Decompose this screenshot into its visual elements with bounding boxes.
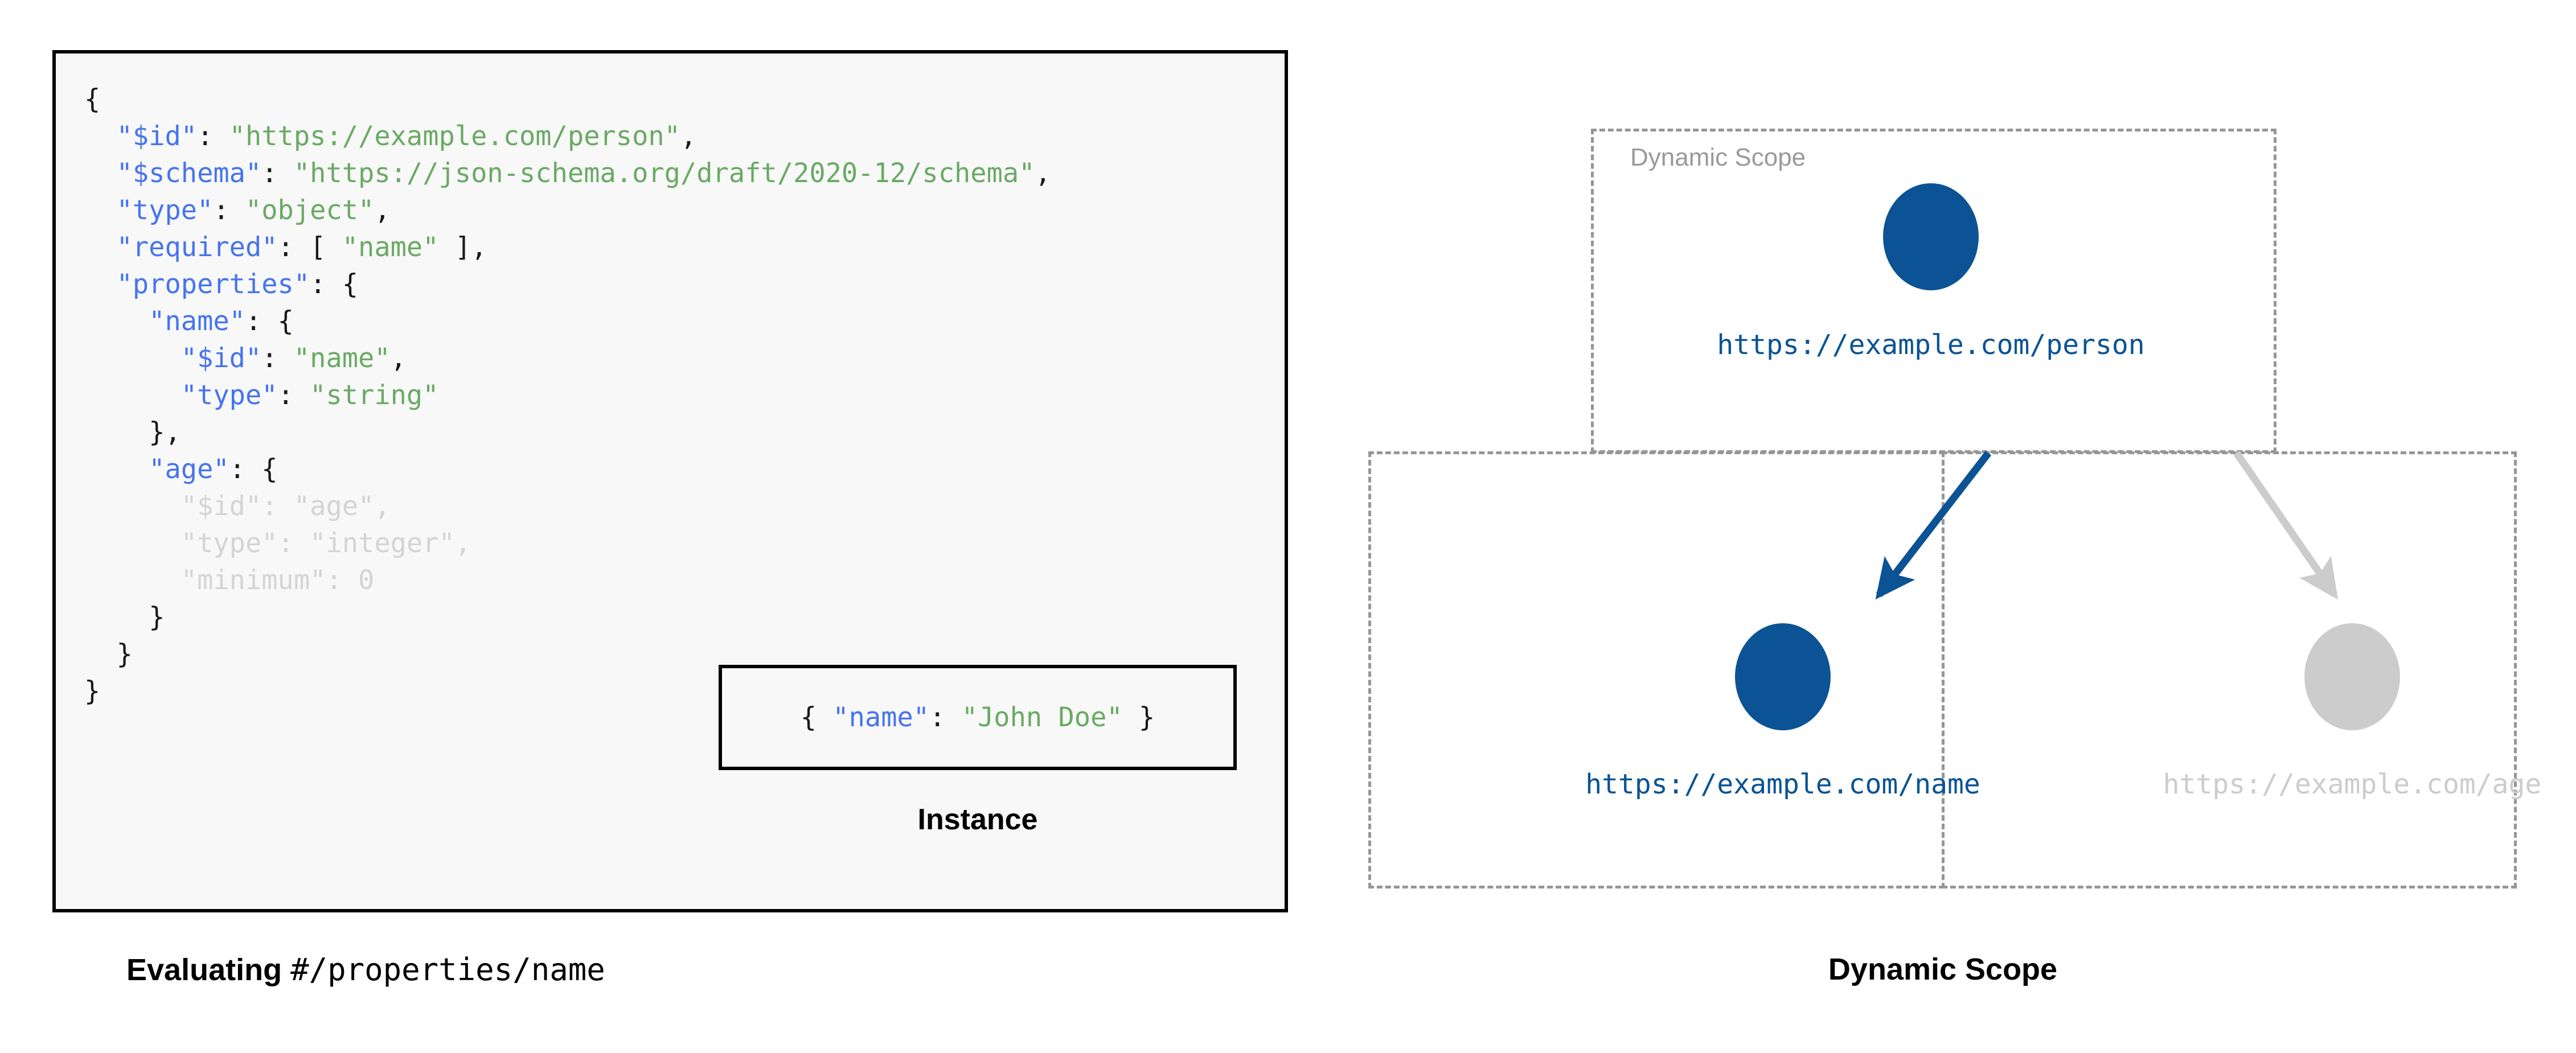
instance-caption: Instance xyxy=(917,803,1038,836)
dynamic-scope-panel: Dynamic Scope https://example.com/person… xyxy=(1310,0,2576,1053)
json-token: : xyxy=(213,195,245,226)
node-age xyxy=(2304,623,2400,730)
json-token: : xyxy=(326,565,359,596)
scope-box-label: Dynamic Scope xyxy=(1630,143,1806,171)
scope-box-age xyxy=(1942,451,2517,889)
json-token: : xyxy=(261,343,294,374)
json-token: : xyxy=(261,491,294,522)
json-token: "name" xyxy=(149,306,245,337)
node-label-name: https://example.com/name xyxy=(1585,768,1980,800)
json-token: , xyxy=(374,491,391,522)
node-name xyxy=(1735,623,1831,730)
instance-token: } xyxy=(1122,702,1155,733)
json-token: : xyxy=(261,158,294,189)
evaluating-caption: Evaluating #/properties/name xyxy=(126,952,605,988)
instance-box: { "name": "John Doe" } xyxy=(719,665,1237,770)
json-token: , xyxy=(374,195,391,226)
json-token: "age" xyxy=(149,454,229,485)
schema-panel: { "$id": "https://example.com/person", "… xyxy=(52,50,1288,988)
json-token: , xyxy=(390,343,407,374)
json-token: "object" xyxy=(245,195,375,226)
instance-token: "name" xyxy=(832,702,930,733)
json-token: "name" xyxy=(293,343,391,374)
json-token: "https://json-schema.org/draft/2020-12/s… xyxy=(293,158,1035,189)
instance-code: { "name": "John Doe" } xyxy=(801,702,1155,733)
json-token: "minimum" xyxy=(181,565,326,596)
json-token: "age" xyxy=(293,491,375,522)
json-token: "type" xyxy=(116,195,214,226)
dynamic-scope-caption: Dynamic Scope xyxy=(1828,952,2058,986)
json-token: , xyxy=(680,121,697,152)
json-token: "$id" xyxy=(181,343,262,374)
json-token: } xyxy=(116,639,133,670)
instance-token: "John Doe" xyxy=(961,702,1123,733)
instance-token: { xyxy=(800,702,833,733)
json-token: ], xyxy=(438,232,487,263)
json-token: : xyxy=(277,528,310,559)
node-person xyxy=(1883,183,1979,290)
json-token: "$id" xyxy=(181,491,262,522)
json-schema-code-block: { "$id": "https://example.com/person", "… xyxy=(52,50,1288,912)
json-token: "https://example.com/person" xyxy=(229,121,680,152)
node-label-age: https://example.com/age xyxy=(2163,768,2542,800)
json-token: "integer" xyxy=(310,528,455,559)
json-token: 0 xyxy=(358,565,375,596)
json-token: { xyxy=(84,84,101,115)
json-token: : [ xyxy=(277,232,342,263)
json-token: , xyxy=(454,528,471,559)
json-token: : { xyxy=(229,454,278,485)
json-token: "string" xyxy=(310,380,439,411)
json-token: "type" xyxy=(181,528,278,559)
instance-token: : xyxy=(929,702,962,733)
json-token: : { xyxy=(310,269,359,300)
json-token: : xyxy=(277,380,310,411)
evaluating-caption-bold: Evaluating xyxy=(126,953,291,987)
json-token: } xyxy=(84,676,101,707)
json-token: : { xyxy=(245,306,294,337)
json-token: }, xyxy=(149,417,181,448)
json-token: , xyxy=(1035,158,1051,189)
json-token: } xyxy=(149,602,165,633)
json-token: "$id" xyxy=(116,121,198,152)
json-token: "properties" xyxy=(116,269,310,300)
json-token: "type" xyxy=(181,380,278,411)
evaluating-caption-pointer: #/properties/name xyxy=(290,952,605,988)
node-label-person: https://example.com/person xyxy=(1717,329,2145,361)
json-token: "name" xyxy=(342,232,439,263)
json-schema-code: { "$id": "https://example.com/person", "… xyxy=(84,81,1051,710)
scope-box-person xyxy=(1591,129,2276,453)
json-token: : xyxy=(197,121,229,152)
json-token: "required" xyxy=(116,232,278,263)
json-token: "$schema" xyxy=(116,158,262,189)
scope-box-name xyxy=(1368,451,1945,889)
